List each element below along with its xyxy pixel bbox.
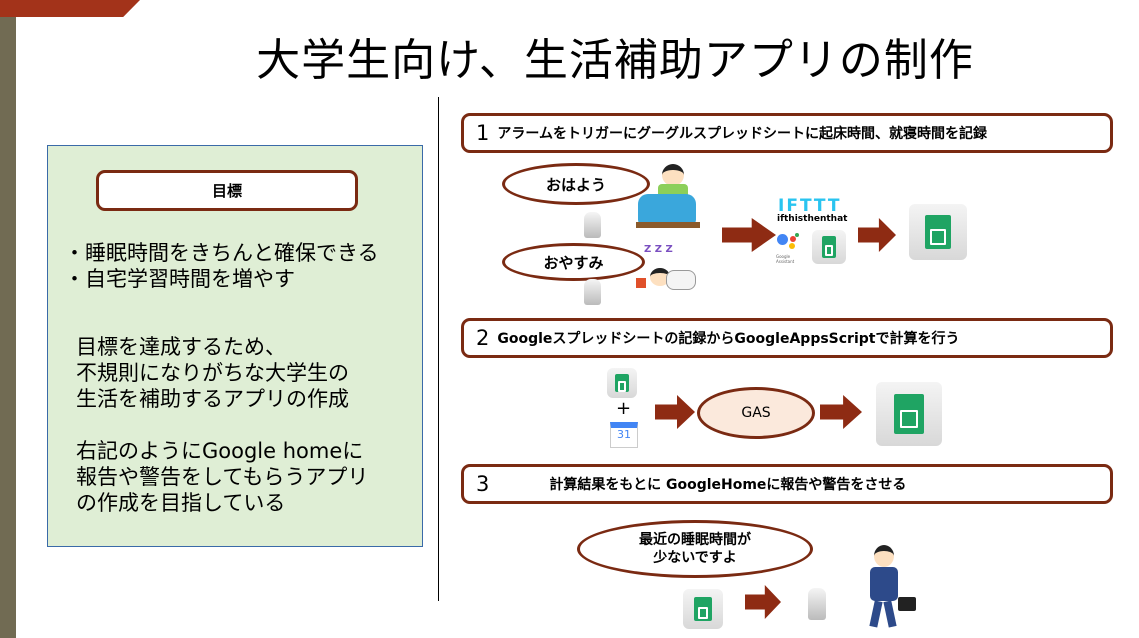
google-sheets-icon — [607, 368, 637, 398]
plus-sign: + — [616, 398, 632, 419]
text-line: 右記のようにGoogle homeに — [76, 439, 364, 463]
bubble-line: 少ないですよ — [653, 550, 737, 566]
step-2: 2 Googleスプレッドシートの記録からGoogleAppsScriptで計算を… — [461, 318, 1113, 358]
goal-bullets: ・睡眠時間をきちんと確保できる ・自宅学習時間を増やす — [64, 240, 379, 292]
speech-bubble-report: 最近の睡眠時間が 少ないですよ — [577, 520, 813, 578]
text-line: 不規則になりがちな大学生の — [76, 361, 349, 385]
ifttt-tagline: ifthisthenthat — [777, 214, 848, 224]
google-sheets-icon — [683, 589, 723, 629]
assistant-label: Google Assistant — [776, 254, 795, 264]
step-1: 1 アラームをトリガーにグーグルスプレッドシートに起床時間、就寝時間を記録 — [461, 113, 1113, 153]
bubble-line: 最近の睡眠時間が — [639, 532, 751, 548]
google-sheets-icon — [812, 230, 846, 264]
google-home-icon — [584, 212, 601, 238]
decorative-top-bar — [0, 0, 140, 17]
step-text: アラームをトリガーにグーグルスプレッドシートに起床時間、就寝時間を記録 — [497, 126, 987, 142]
google-sheets-icon — [909, 204, 967, 260]
decorative-left-bar — [0, 17, 16, 638]
arrow-right-icon — [820, 395, 862, 429]
text-line: 報告や警告をしてもらうアプリ — [76, 465, 369, 489]
arrow-right-icon — [655, 395, 695, 429]
bullet-item: ・睡眠時間をきちんと確保できる — [64, 241, 379, 265]
google-assistant-icon: Google Assistant — [776, 230, 806, 264]
sleeping-person-illustration-icon: Z Z Z — [636, 244, 698, 294]
divider — [438, 97, 439, 601]
gas-ellipse: GAS — [697, 387, 815, 439]
step-number: 1 — [476, 121, 490, 145]
waking-person-illustration-icon — [636, 162, 700, 234]
goal-heading: 目標 — [96, 170, 358, 211]
text-line: の作成を目指している — [76, 491, 286, 515]
speech-bubble-morning: おはよう — [502, 163, 650, 205]
step-3: 3 計算結果をもとに GoogleHomeに報告や警告をさせる — [461, 464, 1113, 504]
goal-paragraph-1: 目標を達成するため、 不規則になりがちな大学生の 生活を補助するアプリの作成 — [76, 334, 349, 412]
businessman-illustration-icon — [860, 545, 920, 630]
step-text: Googleスプレッドシートの記録からGoogleAppsScriptで計算を行… — [497, 331, 960, 347]
google-home-icon — [584, 279, 601, 305]
bullet-item: ・自宅学習時間を増やす — [64, 267, 295, 291]
text-line: 目標を達成するため、 — [76, 335, 286, 359]
text-line: 生活を補助するアプリの作成 — [76, 387, 349, 411]
google-calendar-icon: 31 — [610, 422, 638, 448]
sleep-z-label: Z Z Z — [644, 244, 673, 255]
google-home-icon — [808, 588, 826, 620]
step-number: 3 — [476, 472, 490, 496]
step-number: 2 — [476, 326, 490, 350]
goal-paragraph-2: 右記のようにGoogle homeに 報告や警告をしてもらうアプリ の作成を目指… — [76, 438, 368, 516]
arrow-right-icon — [745, 585, 781, 619]
step-text: 計算結果をもとに GoogleHomeに報告や警告をさせる — [549, 477, 907, 493]
google-sheets-icon — [876, 382, 942, 446]
ifttt-logo: IFTTT — [778, 196, 842, 216]
arrow-right-icon — [858, 218, 896, 252]
goal-panel — [47, 145, 423, 547]
arrow-right-icon — [722, 218, 776, 252]
slide-title: 大学生向け、生活補助アプリの制作 — [256, 35, 974, 86]
speech-bubble-night: おやすみ — [502, 243, 645, 281]
